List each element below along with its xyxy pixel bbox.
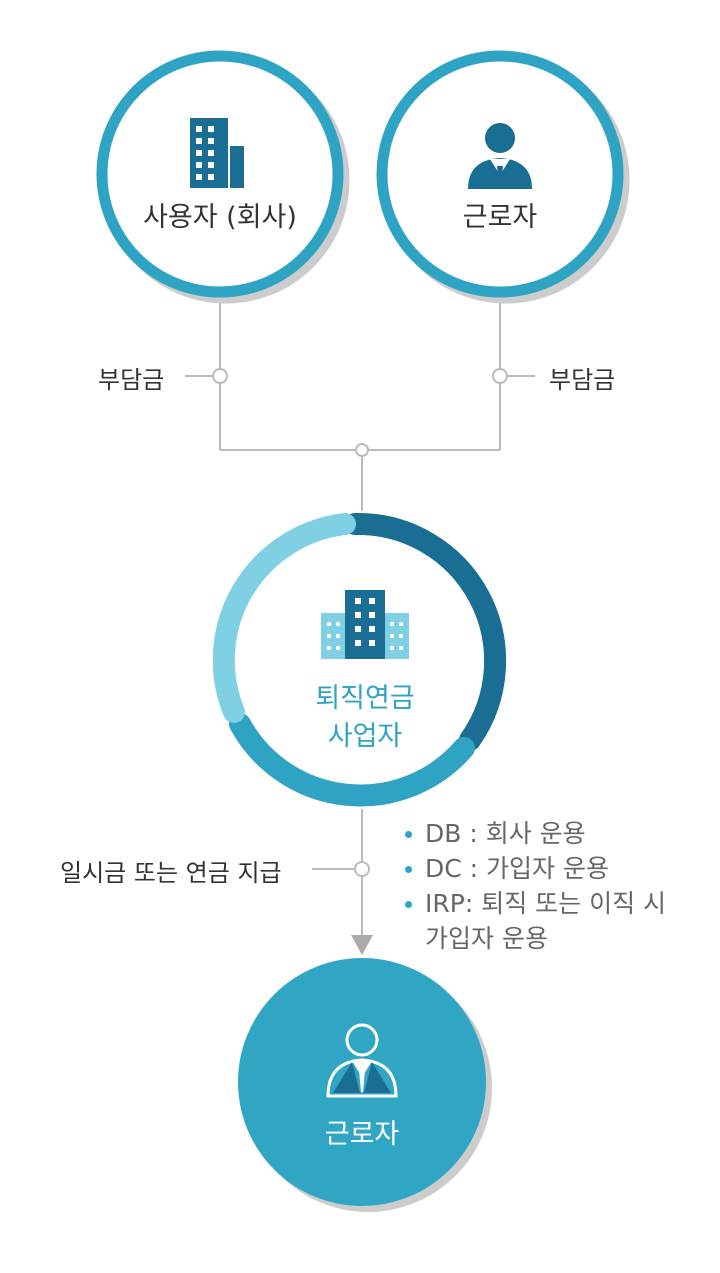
building-icon bbox=[190, 118, 244, 188]
note-item: DC : 가입자 운용 bbox=[403, 851, 675, 886]
person-icon bbox=[468, 123, 532, 189]
worker-top-label: 근로자 bbox=[462, 202, 538, 233]
worker-bottom-label: 근로자 bbox=[324, 1119, 400, 1150]
employer-contribution-label: 부담금 bbox=[98, 366, 165, 394]
plan-type-notes: DB : 회사 운용 DC : 가입자 운용 IRP: 퇴직 또는 이직 시 가… bbox=[403, 816, 675, 956]
ring-segment-mid bbox=[229, 713, 475, 807]
worker-node-bottom bbox=[238, 958, 492, 1212]
connector-junctions bbox=[212, 368, 508, 877]
down-arrow-icon bbox=[351, 935, 373, 955]
note-item: IRP: 퇴직 또는 이직 시 가입자 운용 bbox=[403, 886, 675, 956]
ring-segment-light bbox=[212, 513, 356, 723]
provider-label: 퇴직연금 사업자 bbox=[315, 680, 414, 756]
employer-node bbox=[96, 50, 350, 304]
provider-label-line1: 퇴직연금 bbox=[315, 683, 415, 714]
provider-node bbox=[212, 511, 511, 809]
person-icon bbox=[326, 1023, 398, 1098]
note-item: DB : 회사 운용 bbox=[403, 816, 675, 851]
employer-label: 사용자 (회사) bbox=[143, 202, 297, 233]
provider-label-line2: 사업자 bbox=[327, 720, 403, 752]
ring-segment-dark bbox=[344, 512, 507, 751]
office-buildings-icon bbox=[321, 590, 409, 659]
worker-contribution-label: 부담금 bbox=[549, 366, 616, 394]
worker-node-top bbox=[376, 50, 630, 304]
payout-label: 일시금 또는 연금 지급 bbox=[60, 859, 282, 887]
